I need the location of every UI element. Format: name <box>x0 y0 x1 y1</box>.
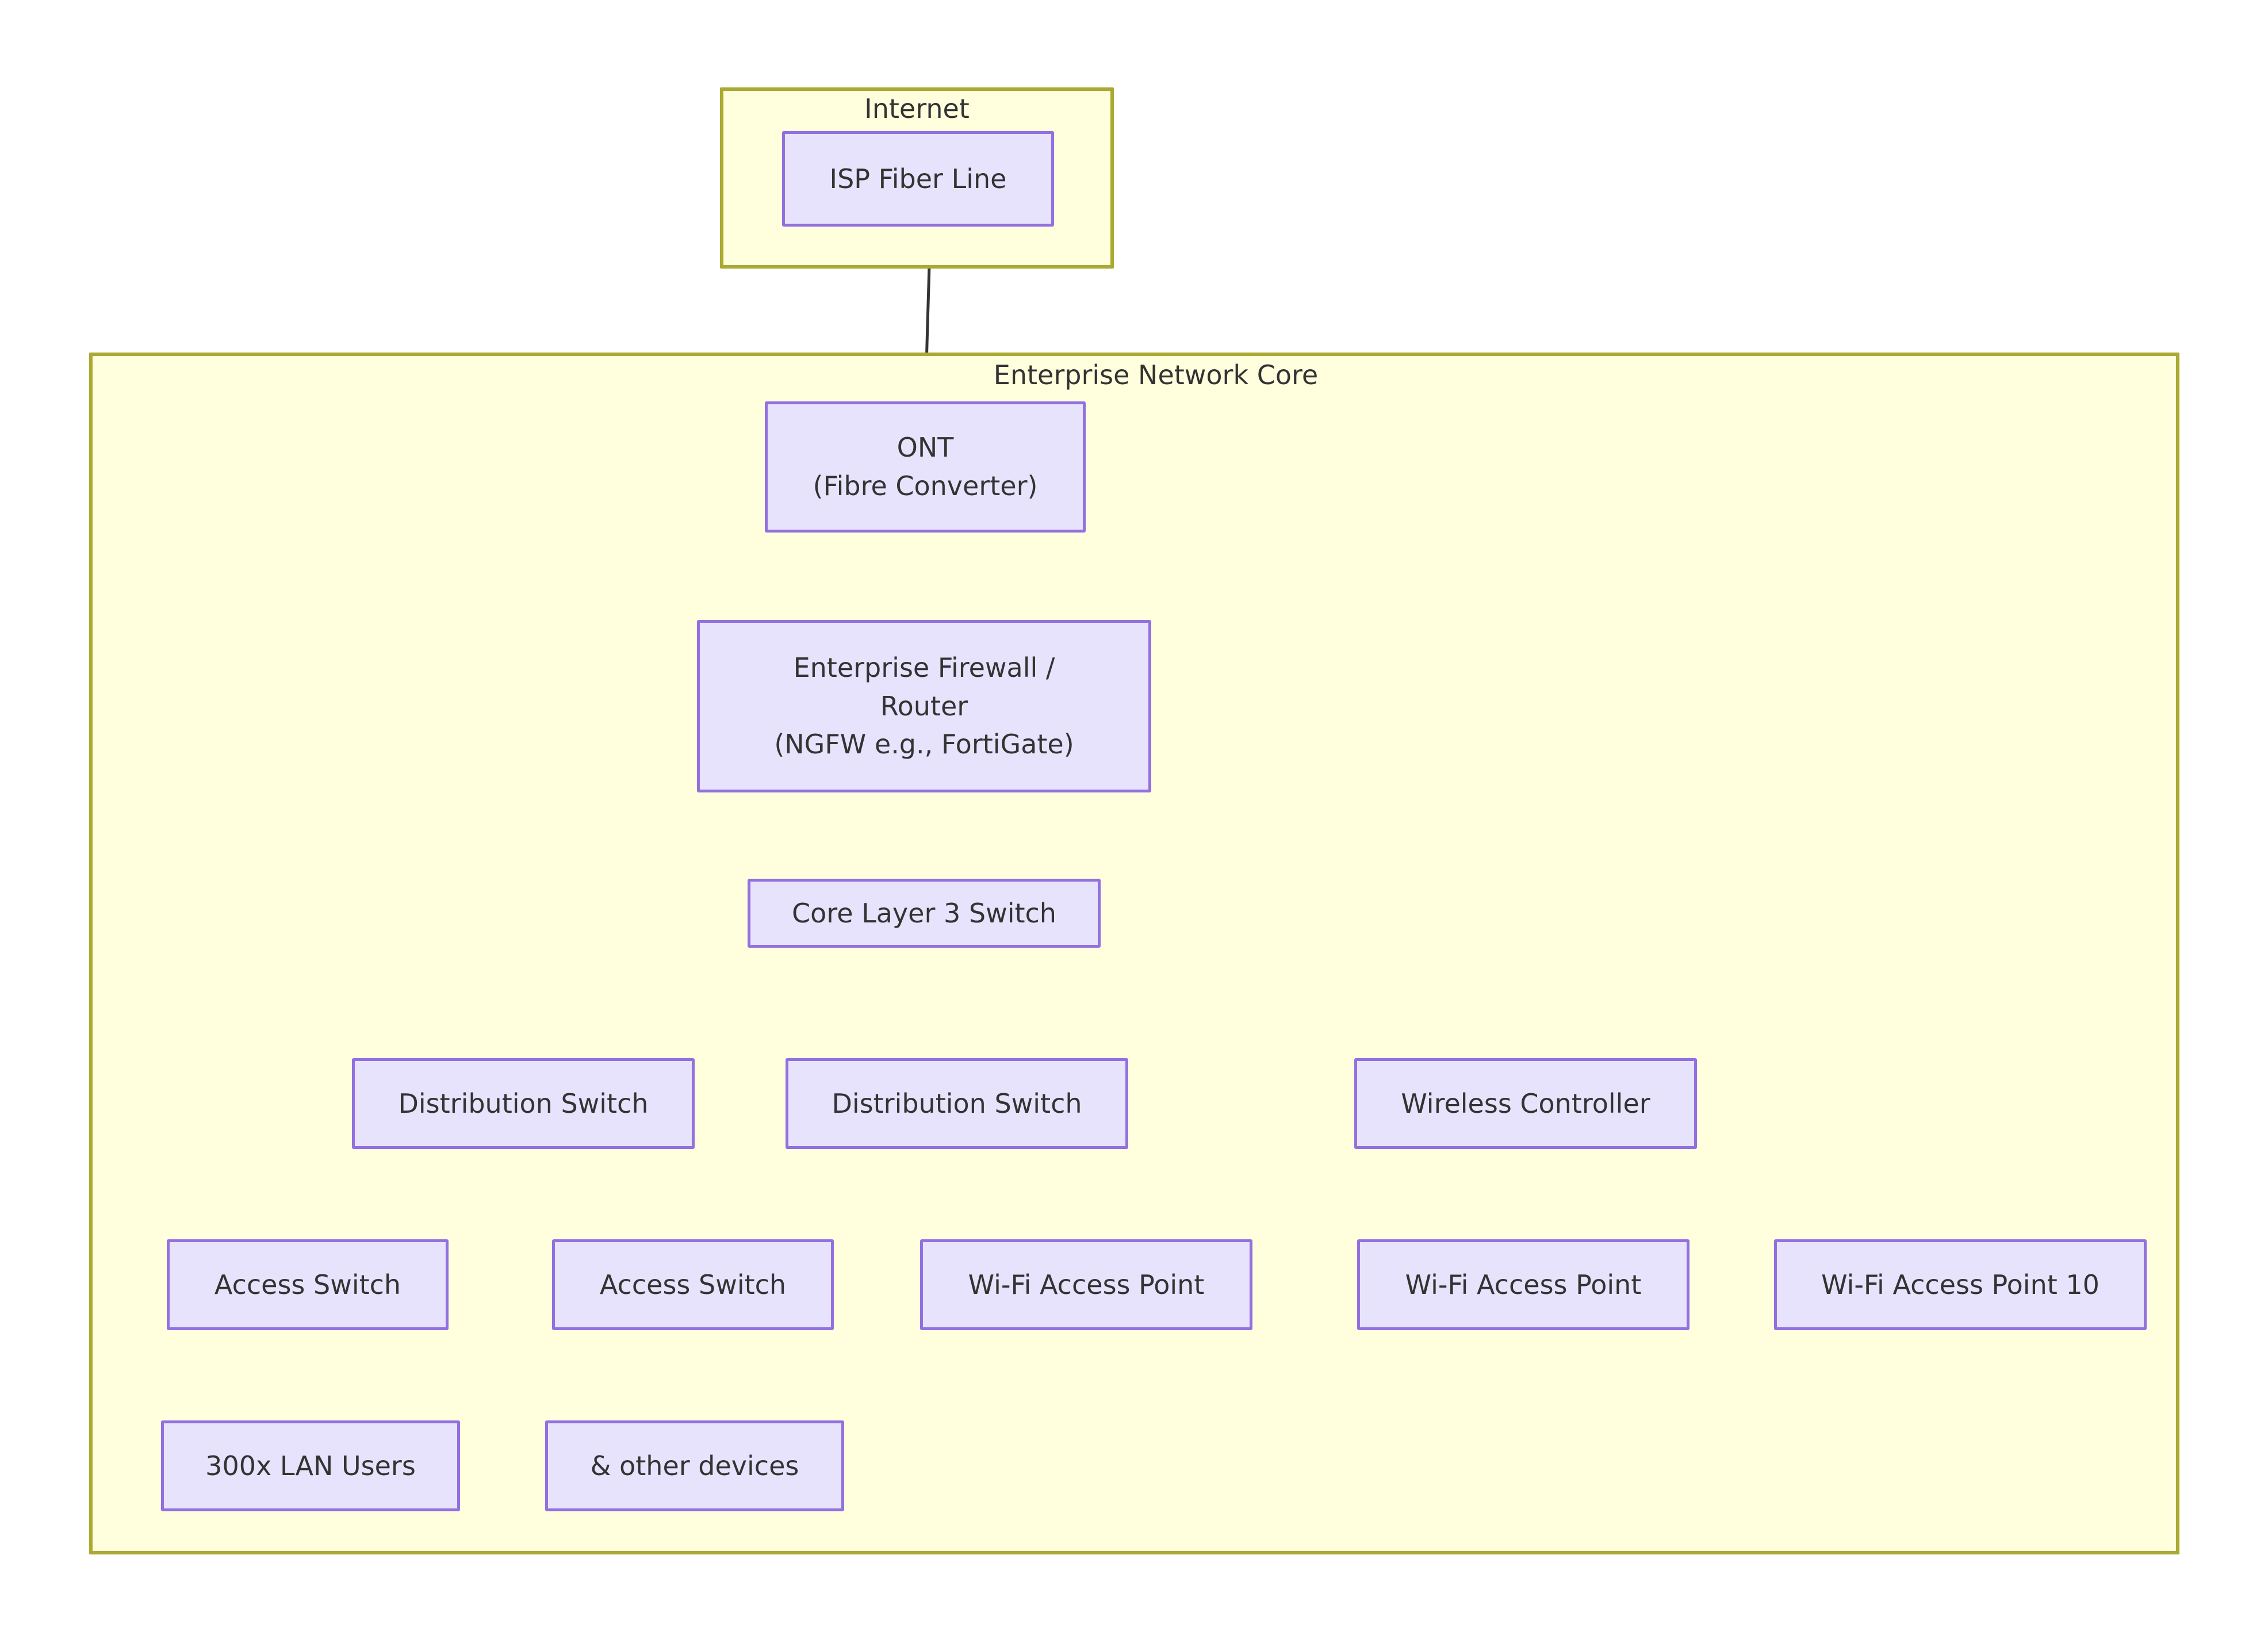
node-label-line: (NGFW e.g., FortiGate) <box>774 729 1074 760</box>
node-label-dist1: Distribution Switch <box>361 1085 686 1123</box>
node-label-line: Wi-Fi Access Point <box>968 1269 1205 1300</box>
node-dist1[interactable]: Distribution Switch <box>352 1058 695 1149</box>
node-label-acc2: Access Switch <box>561 1266 825 1304</box>
node-wlc[interactable]: Wireless Controller <box>1354 1058 1697 1149</box>
node-other[interactable]: & other devices <box>545 1420 844 1511</box>
node-label-line: ONT <box>897 432 954 464</box>
node-label-fw: Enterprise Firewall / Router (NGFW e.g., F… <box>706 649 1143 764</box>
node-ont[interactable]: ONT (Fibre Converter) <box>765 401 1086 533</box>
node-ap2[interactable]: Wi-Fi Access Point <box>1357 1239 1689 1330</box>
node-label-line: Distribution Switch <box>832 1087 1082 1119</box>
node-label-line: Wi-Fi Access Point <box>1405 1269 1642 1300</box>
node-label-line: Access Switch <box>599 1269 787 1300</box>
node-label-line: Wireless Controller <box>1401 1087 1650 1119</box>
node-label-line: Router <box>880 690 968 722</box>
node-label-line: ISP Fiber Line <box>829 163 1007 194</box>
node-label-line: Access Switch <box>214 1269 401 1300</box>
node-lan[interactable]: 300x LAN Users <box>161 1420 460 1511</box>
node-label-line: Core Layer 3 Switch <box>792 897 1056 929</box>
node-core_sw[interactable]: Core Layer 3 Switch <box>748 879 1101 948</box>
cluster-core <box>89 353 2179 1554</box>
node-label-other: & other devices <box>554 1447 836 1485</box>
node-label-ap2: Wi-Fi Access Point <box>1366 1266 1681 1304</box>
node-label-line: Distribution Switch <box>398 1087 649 1119</box>
node-label-core_sw: Core Layer 3 Switch <box>756 894 1092 933</box>
node-ap3[interactable]: Wi-Fi Access Point 10 <box>1774 1239 2147 1330</box>
node-label-lan: 300x LAN Users <box>170 1447 451 1485</box>
node-label-line: Wi-Fi Access Point 10 <box>1821 1269 2100 1300</box>
node-label-ap3: Wi-Fi Access Point 10 <box>1783 1266 2138 1304</box>
node-label-line: (Fibre Converter) <box>813 470 1038 501</box>
node-label-acc1: Access Switch <box>175 1266 440 1304</box>
node-dist2[interactable]: Distribution Switch <box>786 1058 1128 1149</box>
node-acc1[interactable]: Access Switch <box>167 1239 449 1330</box>
node-label-line: & other devices <box>590 1450 799 1481</box>
cluster-label-internet: Internet <box>864 93 970 124</box>
node-ap1[interactable]: Wi-Fi Access Point <box>920 1239 1252 1330</box>
node-label-ap1: Wi-Fi Access Point <box>929 1266 1244 1304</box>
node-isp[interactable]: ISP Fiber Line <box>782 131 1054 227</box>
node-fw[interactable]: Enterprise Firewall / Router (NGFW e.g., F… <box>697 620 1151 792</box>
node-label-line: Enterprise Firewall / <box>793 652 1055 683</box>
node-label-isp: ISP Fiber Line <box>791 160 1045 198</box>
cluster-label-core: Enterprise Network Core <box>993 359 1319 390</box>
node-label-line: 300x LAN Users <box>205 1450 416 1481</box>
node-label-dist2: Distribution Switch <box>794 1085 1120 1123</box>
node-label-wlc: Wireless Controller <box>1363 1085 1688 1123</box>
node-label-ont: ONT (Fibre Converter) <box>773 428 1077 505</box>
node-acc2[interactable]: Access Switch <box>552 1239 834 1330</box>
